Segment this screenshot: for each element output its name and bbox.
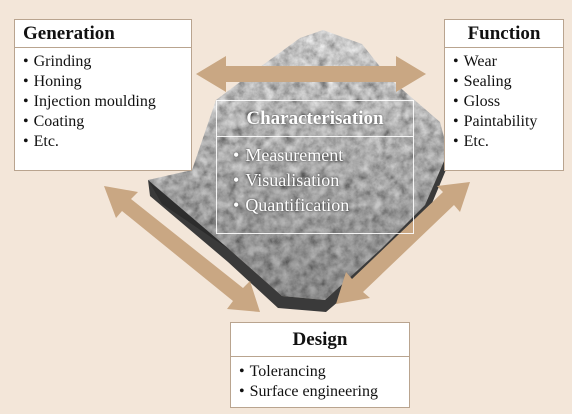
list-item: Visualisation — [233, 168, 413, 193]
characterisation-title: Characterisation — [217, 101, 413, 137]
arrow-function-design — [336, 182, 470, 304]
list-item: Tolerancing — [239, 362, 409, 382]
function-list: Wear Sealing Gloss Paintability Etc. — [445, 48, 563, 152]
generation-title: Generation — [15, 20, 191, 48]
list-item: Honing — [23, 72, 191, 92]
list-item: Paintability — [453, 112, 563, 132]
list-item: Injection moulding — [23, 92, 191, 112]
generation-box: Generation Grinding Honing Injection mou… — [14, 19, 192, 171]
arrow-generation-function — [196, 56, 426, 92]
list-item: Wear — [453, 52, 563, 72]
arrows — [104, 56, 470, 312]
generation-list: Grinding Honing Injection moulding Coati… — [15, 48, 191, 152]
list-item: Etc. — [453, 132, 563, 152]
list-item: Sealing — [453, 72, 563, 92]
list-item: Coating — [23, 112, 191, 132]
design-title: Design — [231, 323, 409, 357]
list-item: Surface engineering — [239, 382, 409, 402]
characterisation-list: Measurement Visualisation Quantification — [217, 137, 413, 218]
list-item: Etc. — [23, 132, 191, 152]
function-box: Function Wear Sealing Gloss Paintability… — [444, 19, 564, 171]
list-item: Gloss — [453, 92, 563, 112]
list-item: Grinding — [23, 52, 191, 72]
list-item: Measurement — [233, 143, 413, 168]
function-title: Function — [445, 20, 563, 48]
design-list: Tolerancing Surface engineering — [231, 357, 409, 402]
characterisation-box: Characterisation Measurement Visualisati… — [216, 100, 414, 234]
design-box: Design Tolerancing Surface engineering — [230, 322, 410, 408]
arrow-generation-design — [104, 186, 260, 312]
list-item: Quantification — [233, 193, 413, 218]
